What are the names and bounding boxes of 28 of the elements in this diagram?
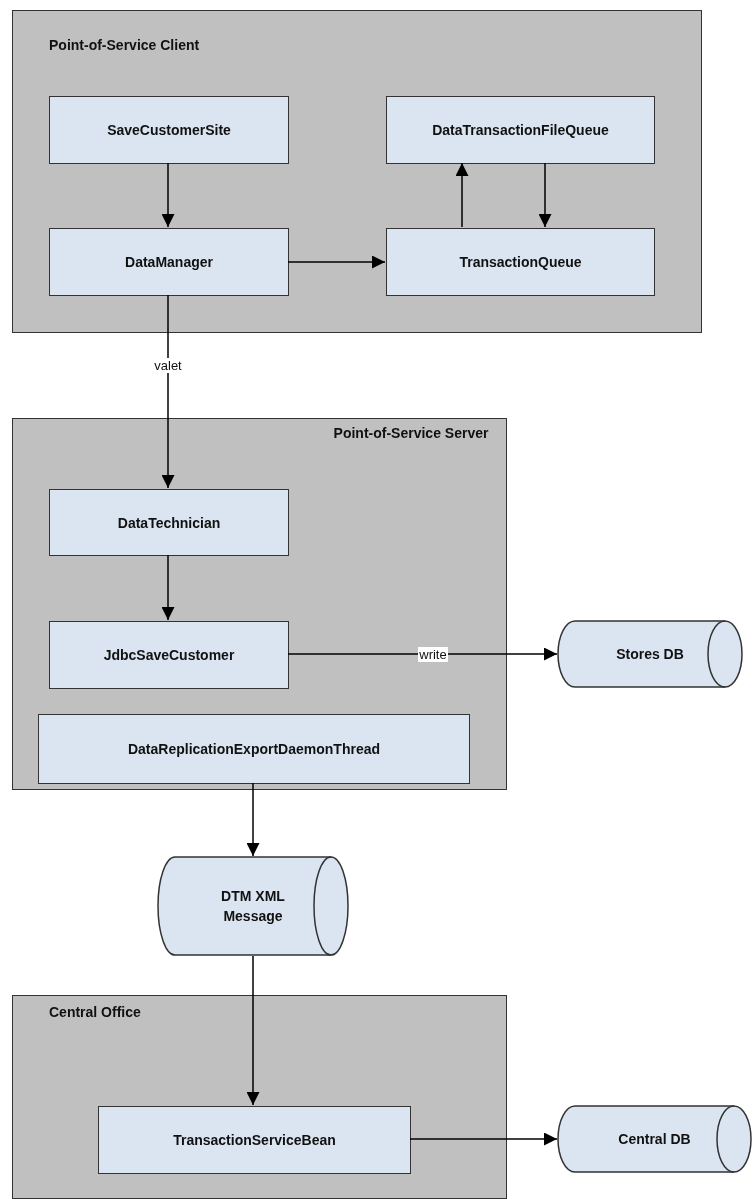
- database-cylinder: Stores DB: [557, 620, 743, 688]
- process-box: JdbcSaveCustomer: [49, 621, 289, 689]
- edge-label: valet: [153, 357, 183, 373]
- arrow: [287, 255, 386, 269]
- arrow: [455, 162, 469, 228]
- arrow: [246, 955, 260, 1106]
- process-box: DataReplicationExportDaemonThread: [38, 714, 470, 784]
- process-box: TransactionServiceBean: [98, 1106, 411, 1174]
- arrow: [161, 294, 175, 489]
- arrow: [409, 1132, 558, 1146]
- process-box: TransactionQueue: [386, 228, 655, 296]
- group-title: Central Office: [49, 1004, 142, 1020]
- arrow: [287, 647, 558, 661]
- arrow: [161, 162, 175, 228]
- arrow: [161, 554, 175, 621]
- process-box: DataTransactionFileQueue: [386, 96, 655, 164]
- group-panel: [12, 995, 507, 1199]
- group-panel: [12, 10, 702, 333]
- database-cylinder: DTM XML Message: [157, 856, 349, 956]
- arrow: [246, 782, 260, 857]
- group-title: Point-of-Service Client: [49, 37, 201, 53]
- process-box: DataManager: [49, 228, 289, 296]
- process-box: SaveCustomerSite: [49, 96, 289, 164]
- process-box: DataTechnician: [49, 489, 289, 556]
- group-title: Point-of-Service Server: [332, 425, 490, 441]
- database-cylinder: Central DB: [557, 1105, 752, 1173]
- group-panel: [12, 418, 507, 790]
- arrow: [538, 162, 552, 228]
